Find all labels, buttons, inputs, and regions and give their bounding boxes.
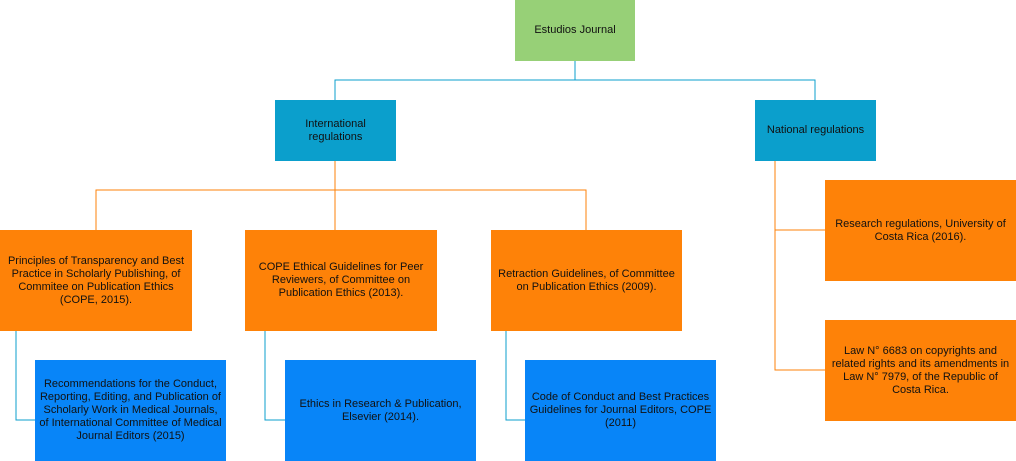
connector-international-children (95, 189, 587, 230)
node-icmje-recommendations: Recommendations for the Conduct, Reporti… (35, 360, 226, 461)
connector-root-international (334, 61, 576, 100)
node-national-regulations: National regulations (755, 100, 876, 161)
node-label: Retraction Guidelines, of Committee on P… (498, 267, 675, 293)
root-node-estudios-journal: Estudios Journal (515, 0, 635, 61)
node-label: COPE Ethical Guidelines for Peer Reviewe… (258, 261, 424, 299)
node-label: Law N° 6683 on copyrights and related ri… (831, 344, 1010, 396)
node-cope-code-of-conduct: Code of Conduct and Best Practices Guide… (525, 360, 716, 461)
node-international-regulations: International regulations (275, 100, 396, 161)
node-law-6683: Law N° 6683 on copyrights and related ri… (825, 320, 1016, 421)
node-label: Research regulations, University of Cost… (835, 217, 1006, 243)
node-label: Code of Conduct and Best Practices Guide… (529, 391, 712, 429)
node-retraction-guidelines: Retraction Guidelines, of Committee on P… (491, 230, 682, 331)
connector-retraction-conduct (505, 331, 525, 421)
connector-root-national (575, 79, 816, 100)
node-elsevier-ethics: Ethics in Research & Publication, Elsevi… (285, 360, 476, 461)
node-label: Ethics in Research & Publication, Elsevi… (299, 397, 462, 423)
node-label: Recommendations for the Conduct, Reporti… (39, 378, 222, 442)
connector-transparency-icmje (15, 331, 35, 421)
node-label: Principles of Transparency and Best Prac… (7, 254, 185, 306)
node-label: International regulations (305, 117, 366, 143)
node-ucr-research-regulations: Research regulations, University of Cost… (825, 180, 1016, 281)
node-cope-peer-reviewers: COPE Ethical Guidelines for Peer Reviewe… (245, 230, 437, 331)
connector-national-children (774, 161, 825, 371)
root-node-label: Estudios Journal (534, 24, 616, 36)
node-cope-transparency: Principles of Transparency and Best Prac… (0, 230, 192, 331)
connector-peer-elsevier (264, 331, 285, 421)
node-label: National regulations (766, 124, 865, 136)
